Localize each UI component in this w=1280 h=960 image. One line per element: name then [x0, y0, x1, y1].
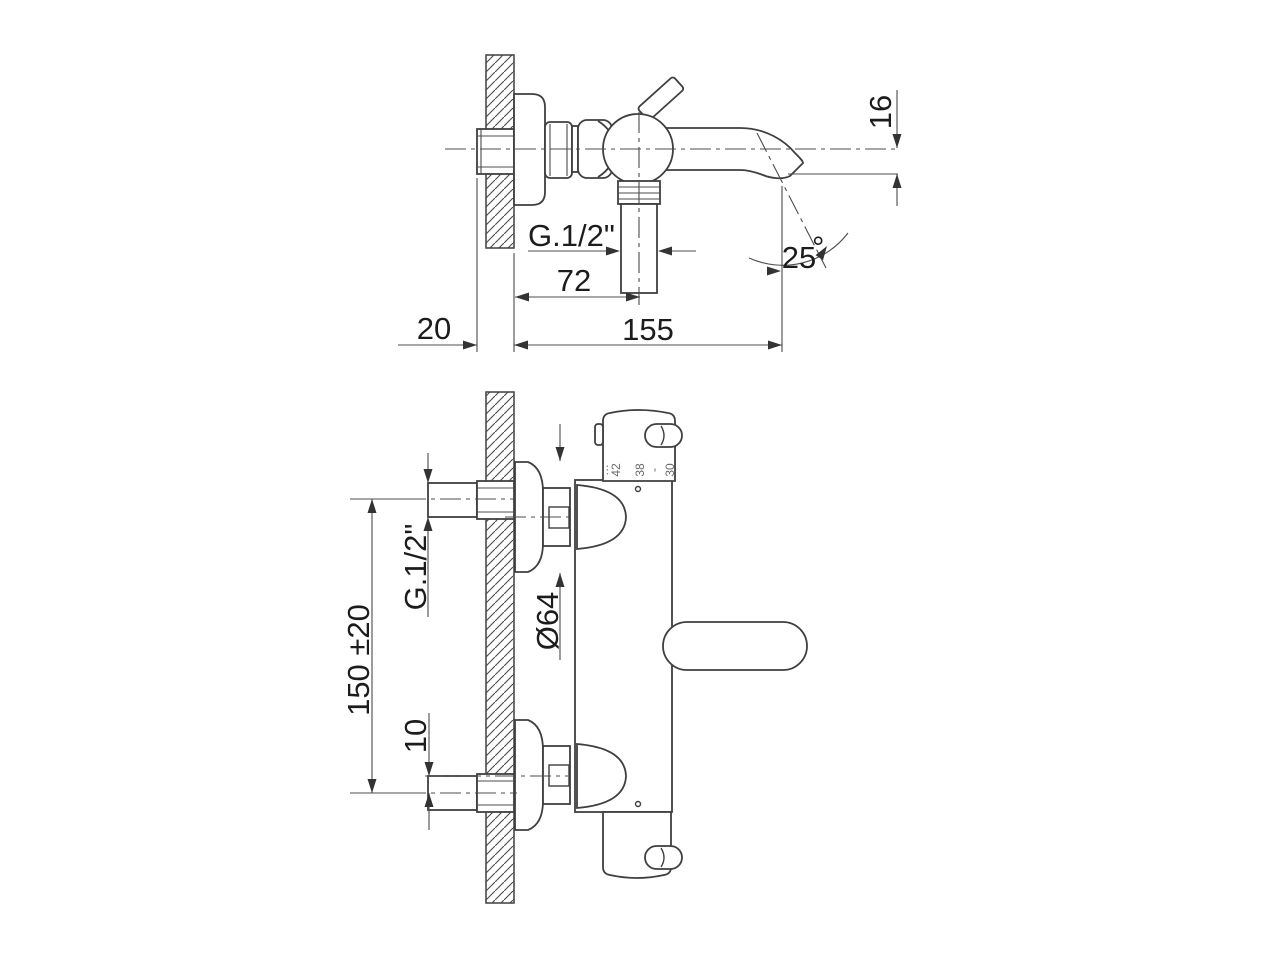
dim-spout-center: 72	[515, 263, 640, 302]
union-nut	[544, 121, 579, 179]
front-view: … 42 38 - 30	[341, 391, 808, 904]
scale-dots: …	[597, 464, 611, 476]
degree-symbol: °	[812, 230, 824, 265]
body-screw-top	[634, 485, 642, 493]
dim-wall-offset: 20	[398, 178, 478, 352]
centerlines	[445, 112, 898, 305]
dim-20-label: 20	[417, 311, 451, 346]
bottom-escutcheon	[514, 719, 544, 831]
dim-inlet-centers: 150 ±20	[341, 499, 377, 793]
safety-stop-button	[594, 423, 604, 446]
dim-dia-label: Ø64	[530, 592, 565, 651]
top-inlet-pipe	[427, 480, 515, 520]
dim-thread: G.1/2"	[528, 218, 696, 256]
dim-offset-label: 10	[398, 719, 433, 753]
dim-72-label: 72	[557, 263, 591, 298]
side-view: G.1/2" 72 20 155 16	[398, 54, 902, 352]
dim-155-label: 155	[622, 312, 674, 347]
bottom-inlet-bell	[576, 743, 627, 809]
dim-16-label: 16	[863, 95, 898, 129]
dim-escutcheon-diameter: Ø64	[530, 424, 565, 660]
bottom-connection-nut	[542, 745, 571, 805]
scale-dash: -	[647, 468, 661, 472]
thread-label: G.1/2"	[528, 218, 615, 253]
scale-30: 30	[663, 463, 677, 477]
bath-spout	[659, 127, 804, 180]
dim-outlet-angle: 25 °	[748, 132, 849, 352]
wall-section-lower	[485, 391, 515, 904]
body-screw-bottom	[634, 800, 642, 808]
bottom-cap	[602, 811, 683, 879]
dim-thread-lower: G.1/2"	[398, 453, 433, 617]
temperature-knob: … 42 38 - 30	[594, 409, 683, 482]
dim-centers-label: 150 ±20	[341, 604, 376, 716]
dim-spout-reach: 155	[513, 253, 782, 352]
scale-38: 38	[633, 463, 647, 477]
scale-42: 42	[609, 463, 623, 477]
dim-25-label: 25	[782, 240, 816, 275]
top-inlet-bell	[576, 484, 627, 550]
centerlines-lower	[350, 498, 573, 794]
temperature-scale: … 42 38 - 30	[597, 463, 677, 477]
dim-drop: 16	[788, 90, 902, 206]
wall-supply-stub	[476, 128, 515, 175]
dim-eccentric-offset: 10	[398, 713, 434, 830]
thread-label-lower: G.1/2"	[398, 524, 433, 611]
flow-handle	[662, 621, 808, 671]
